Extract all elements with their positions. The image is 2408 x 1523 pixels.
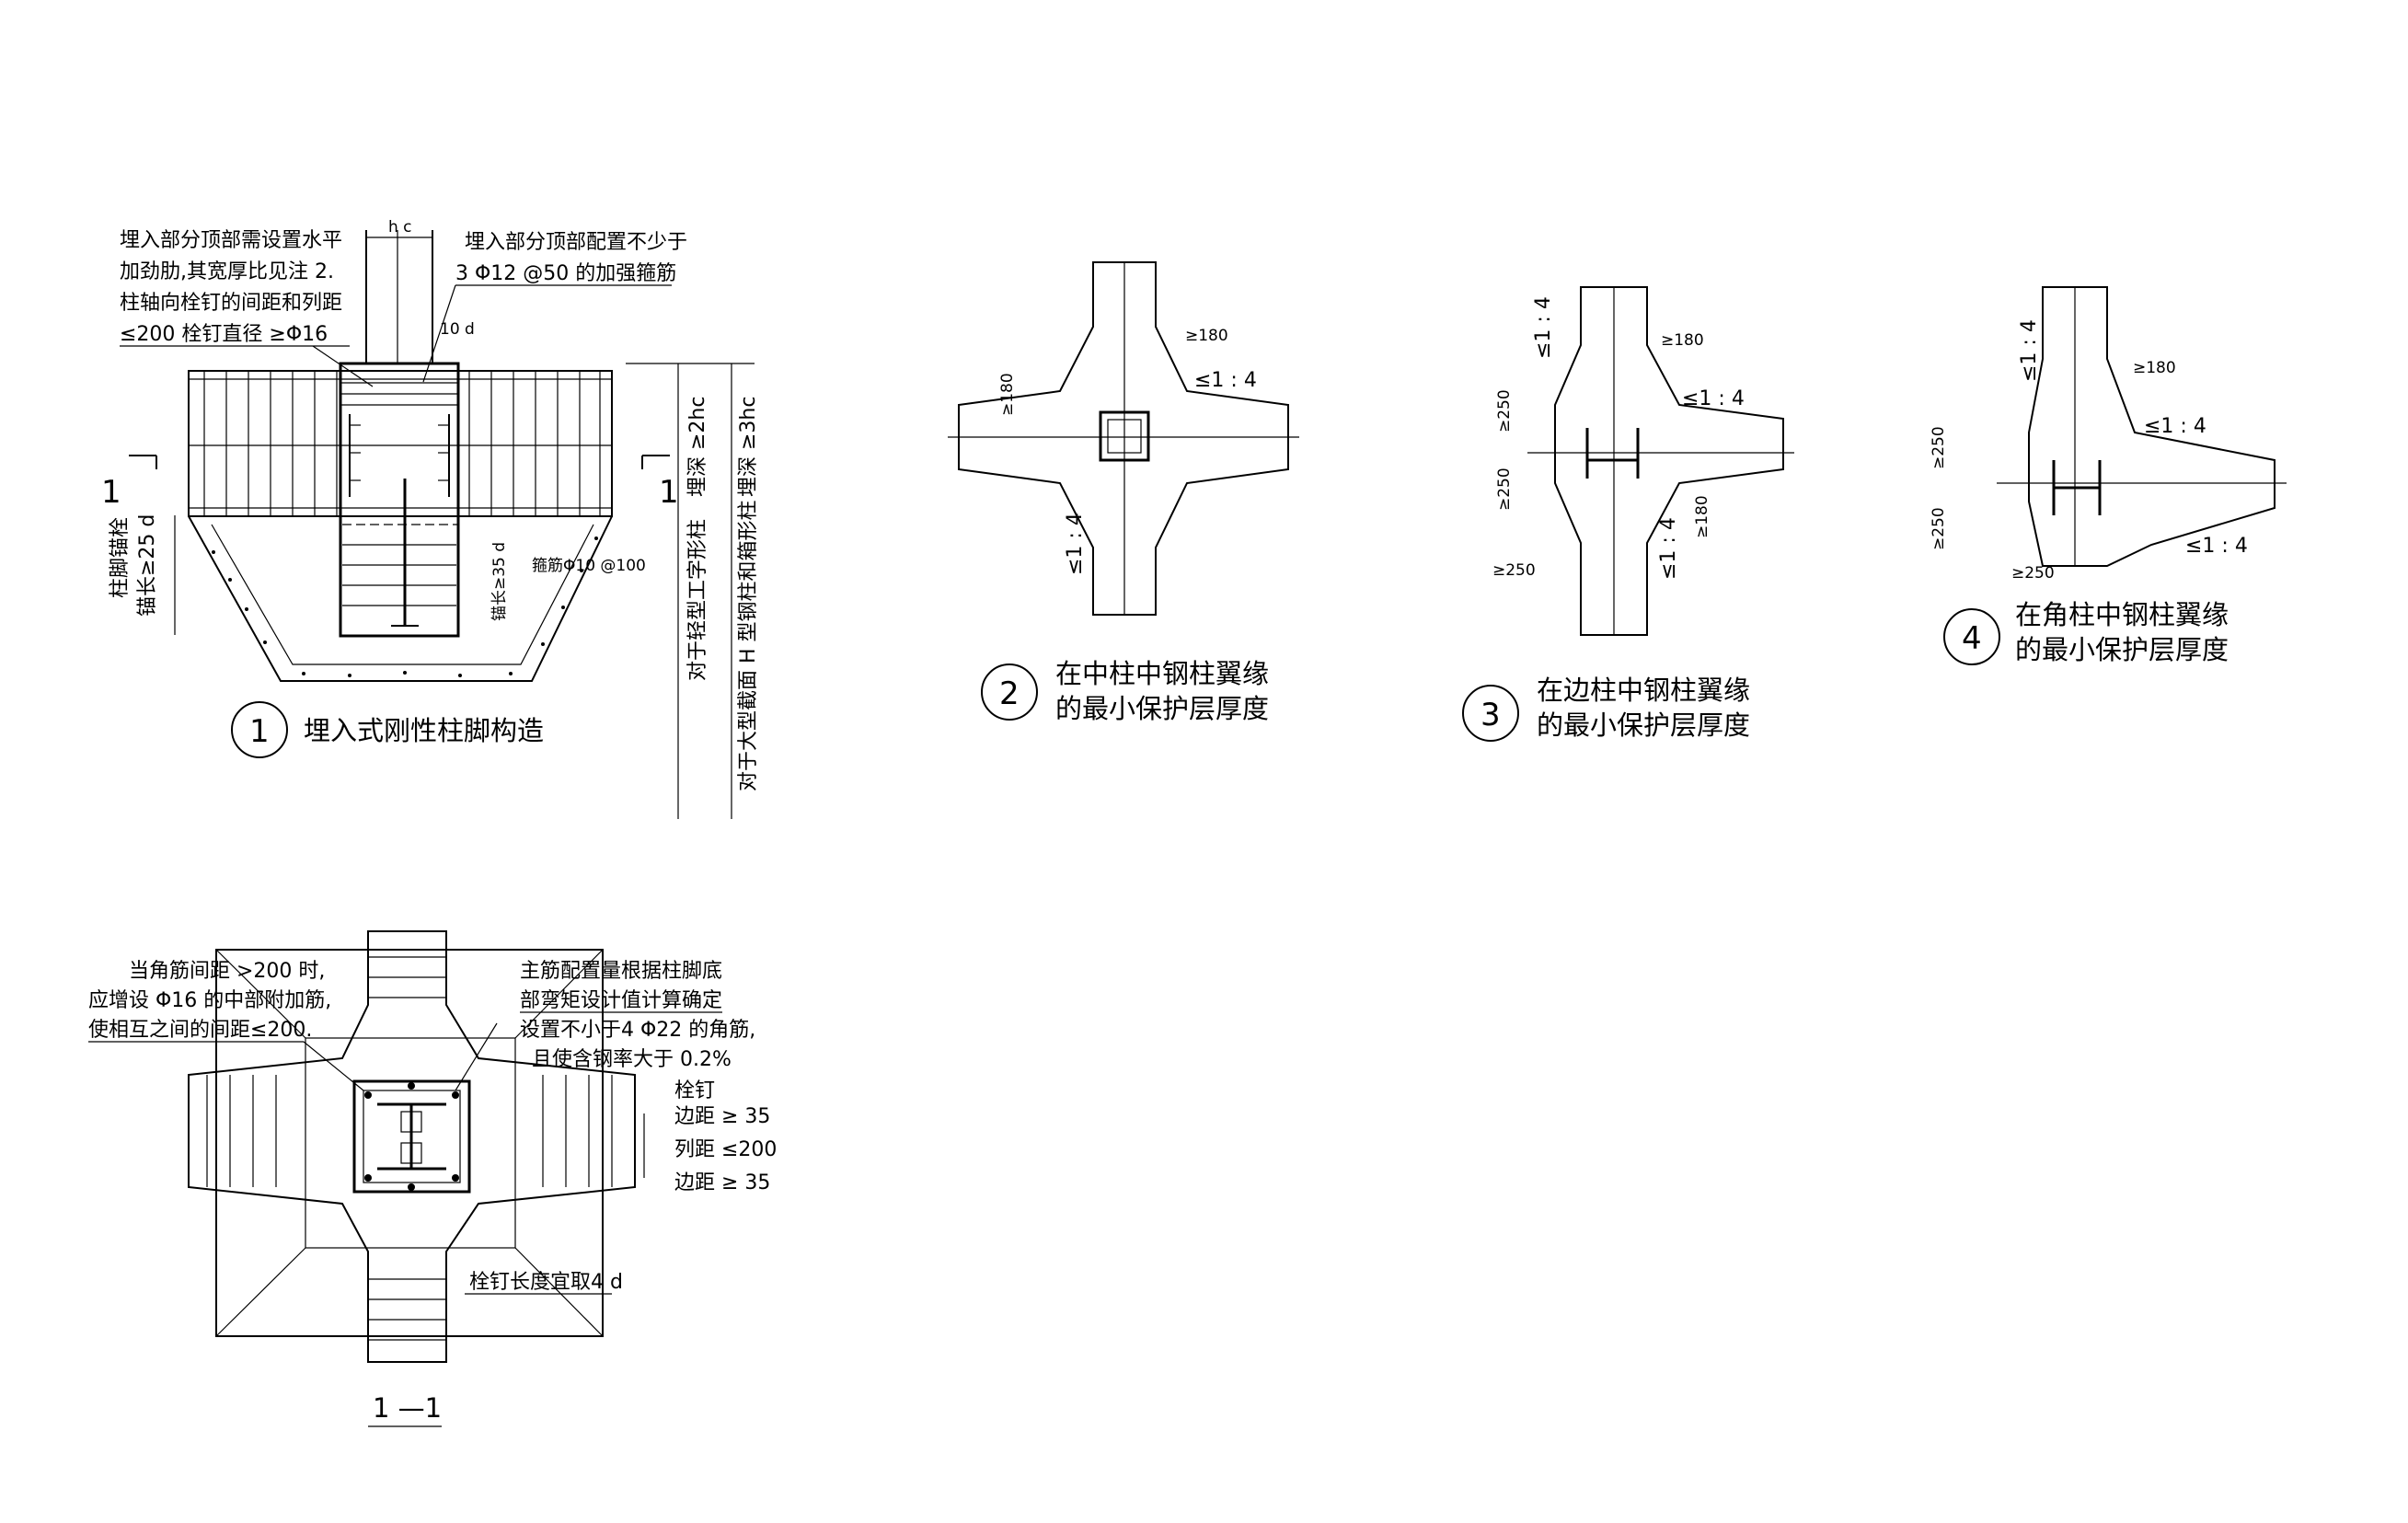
detail-4-corner-column: ≥180 ≤1 : 4 ≤1 : 4 ≤1 : 4 ≥250 ≥250 ≥250… bbox=[1930, 286, 2287, 665]
d3-t-outline bbox=[1554, 286, 1784, 636]
s11-note-angle-1: 设置不小于4 Φ22 的角筋, bbox=[520, 1019, 755, 1042]
s11-title: 1 —1 bbox=[373, 1392, 442, 1424]
s11-note-main-2: 部弯矩设计值计算确定 bbox=[520, 989, 722, 1012]
d4-slope-top: ≤1 : 4 bbox=[2144, 415, 2206, 438]
d1-stirrup-label: 箍筋Φ10 @100 bbox=[532, 557, 646, 575]
d4-dim-250-bottom: ≥250 bbox=[2011, 564, 2055, 583]
detail-2-middle-column: ≥180 ≥180 ≤1 : 4 ≤1 : 4 2 在中柱中钢柱翼缘 的最小保护… bbox=[948, 261, 1299, 724]
d3-caption-1: 在边柱中钢柱翼缘 bbox=[1537, 675, 1750, 706]
s11-note-corner-3: 使相互之间的间距≤200. bbox=[88, 1019, 312, 1042]
d2-slope-top: ≤1 : 4 bbox=[1194, 369, 1257, 392]
d1-note-stud-1: 柱轴向栓钉的间距和列距 bbox=[120, 292, 342, 315]
d1-section-mark-left: 1 bbox=[101, 474, 121, 511]
d4-number-circle bbox=[1943, 608, 2000, 665]
s11-cross-beams bbox=[188, 930, 636, 1363]
d1-anchor-35d: 锚长≥35 d bbox=[490, 542, 509, 621]
d1-concrete-hatch bbox=[212, 537, 598, 677]
d1-shear-studs bbox=[349, 414, 450, 497]
s11-stud-length: 栓钉长度宜取4 d bbox=[469, 1271, 623, 1294]
s11-note-corner-1: 当角筋间距 >200 时, bbox=[129, 960, 325, 983]
d1-foundation-pit bbox=[188, 515, 613, 682]
d1-note-stirrup-2: 3 Φ12 @50 的加强箍筋 bbox=[455, 262, 676, 285]
d2-slope-bottom: ≤1 : 4 bbox=[1064, 513, 1087, 575]
s11-note-angle-2: 且使含钢率大于 0.2% bbox=[532, 1048, 732, 1071]
d1-section-mark-right: 1 bbox=[659, 474, 679, 511]
d3-dim-250-top: ≥250 bbox=[1495, 389, 1514, 433]
s11-edge-2: 边距 ≥ 35 bbox=[674, 1171, 770, 1194]
d2-caption-2: 的最小保护层厚度 bbox=[1055, 693, 1269, 724]
d3-dim-250-mid: ≥250 bbox=[1495, 467, 1514, 511]
s11-pit-outer bbox=[215, 949, 604, 1337]
d1-depth-3hc: 埋深 ≥3hc bbox=[737, 397, 760, 497]
d3-slope-top: ≤1 : 4 bbox=[1682, 387, 1745, 410]
d3-dim-180-top: ≥180 bbox=[1661, 331, 1704, 350]
d1-dim-hc: h c bbox=[388, 218, 412, 237]
d3-slope-left: ≤1 : 4 bbox=[1532, 296, 1555, 359]
d3-caption-2: 的最小保护层厚度 bbox=[1537, 710, 1750, 741]
s11-stud-label: 栓钉 bbox=[674, 1079, 715, 1102]
d3-number-circle bbox=[1462, 685, 1519, 742]
s11-beam-stirrups bbox=[206, 956, 613, 1341]
d1-dim-10d: 10 d bbox=[440, 320, 475, 339]
d1-number: 1 bbox=[249, 713, 270, 750]
d2-dim-180-top: ≥180 bbox=[1185, 327, 1228, 345]
d1-note-stud-2: ≤200 栓钉直径 ≥Φ16 bbox=[120, 323, 328, 346]
d4-slope-left: ≤1 : 4 bbox=[2018, 319, 2041, 382]
d1-note-stiffener-1: 埋入部分顶部需设置水平 bbox=[120, 229, 342, 252]
d2-number-circle bbox=[981, 663, 1038, 721]
d4-l-outline bbox=[2028, 286, 2276, 567]
d4-dim-250-mid: ≥250 bbox=[1930, 507, 1948, 550]
d1-anchor-label-1: 柱脚锚栓 bbox=[109, 517, 132, 598]
d1-anchor-label-2: 锚长≥25 d bbox=[136, 514, 159, 617]
s11-row: 列距 ≤200 bbox=[674, 1138, 777, 1161]
s11-column-plate bbox=[352, 1079, 471, 1194]
d4-caption-1: 在角柱中钢柱翼缘 bbox=[2015, 599, 2229, 630]
d1-vertical-rebars bbox=[203, 371, 601, 516]
s11-note-main-1: 主筋配置量根据柱脚底 bbox=[520, 960, 722, 983]
d3-dim-250-bottom: ≥250 bbox=[1492, 561, 1536, 580]
d1-note-stiffener-2: 加劲肋,其宽厚比见注 2. bbox=[120, 260, 334, 283]
d1-note-heavy: 对于大型截面 H 型钢柱和箱形柱 bbox=[737, 500, 760, 791]
d1-beam-block bbox=[188, 370, 613, 517]
d3-slope-bottom: ≤1 : 4 bbox=[1657, 517, 1680, 580]
d1-depth-2hc: 埋深 ≥2hc bbox=[686, 397, 709, 497]
s11-note-corner-2: 应增设 Φ16 的中部附加筋, bbox=[88, 989, 331, 1012]
d2-dim-180-left: ≥180 bbox=[998, 373, 1017, 416]
d1-note-stirrup-1: 埋入部分顶部配置不少于 bbox=[465, 231, 687, 254]
detail-1-embedded-column-base: h c 10 d 埋入部分顶部需设置水平 加劲肋,其宽厚比见注 2. 柱轴向栓钉… bbox=[101, 218, 760, 819]
d1-caption: 埋入式刚性柱脚构造 bbox=[304, 715, 544, 746]
d1-steel-column bbox=[339, 362, 460, 638]
section-1-1-plan: 当角筋间距 >200 时, 应增设 Φ16 的中部附加筋, 使相互之间的间距≤2… bbox=[88, 930, 777, 1427]
d3-dim-180-bottom: ≥180 bbox=[1693, 495, 1711, 538]
d2-number: 2 bbox=[999, 675, 1020, 712]
d4-slope-bottom: ≤1 : 4 bbox=[2185, 535, 2248, 558]
s11-edge-1: 边距 ≥ 35 bbox=[674, 1105, 770, 1128]
d1-number-circle bbox=[231, 701, 288, 758]
detail-3-edge-column: ≥180 ≥180 ≤1 : 4 ≤1 : 4 ≤1 : 4 ≥250 ≥250… bbox=[1462, 286, 1794, 742]
d4-caption-2: 的最小保护层厚度 bbox=[2015, 634, 2229, 665]
d2-cross-outline bbox=[958, 261, 1289, 616]
d2-caption-1: 在中柱中钢柱翼缘 bbox=[1055, 658, 1269, 689]
d2-steel-box bbox=[1099, 410, 1150, 462]
d4-dim-250-top: ≥250 bbox=[1930, 426, 1948, 469]
d4-dim-180: ≥180 bbox=[2133, 359, 2176, 377]
d3-number: 3 bbox=[1481, 697, 1501, 733]
d4-number: 4 bbox=[1962, 620, 1982, 657]
d1-note-light: 对于轻型工字形柱 bbox=[686, 519, 709, 681]
